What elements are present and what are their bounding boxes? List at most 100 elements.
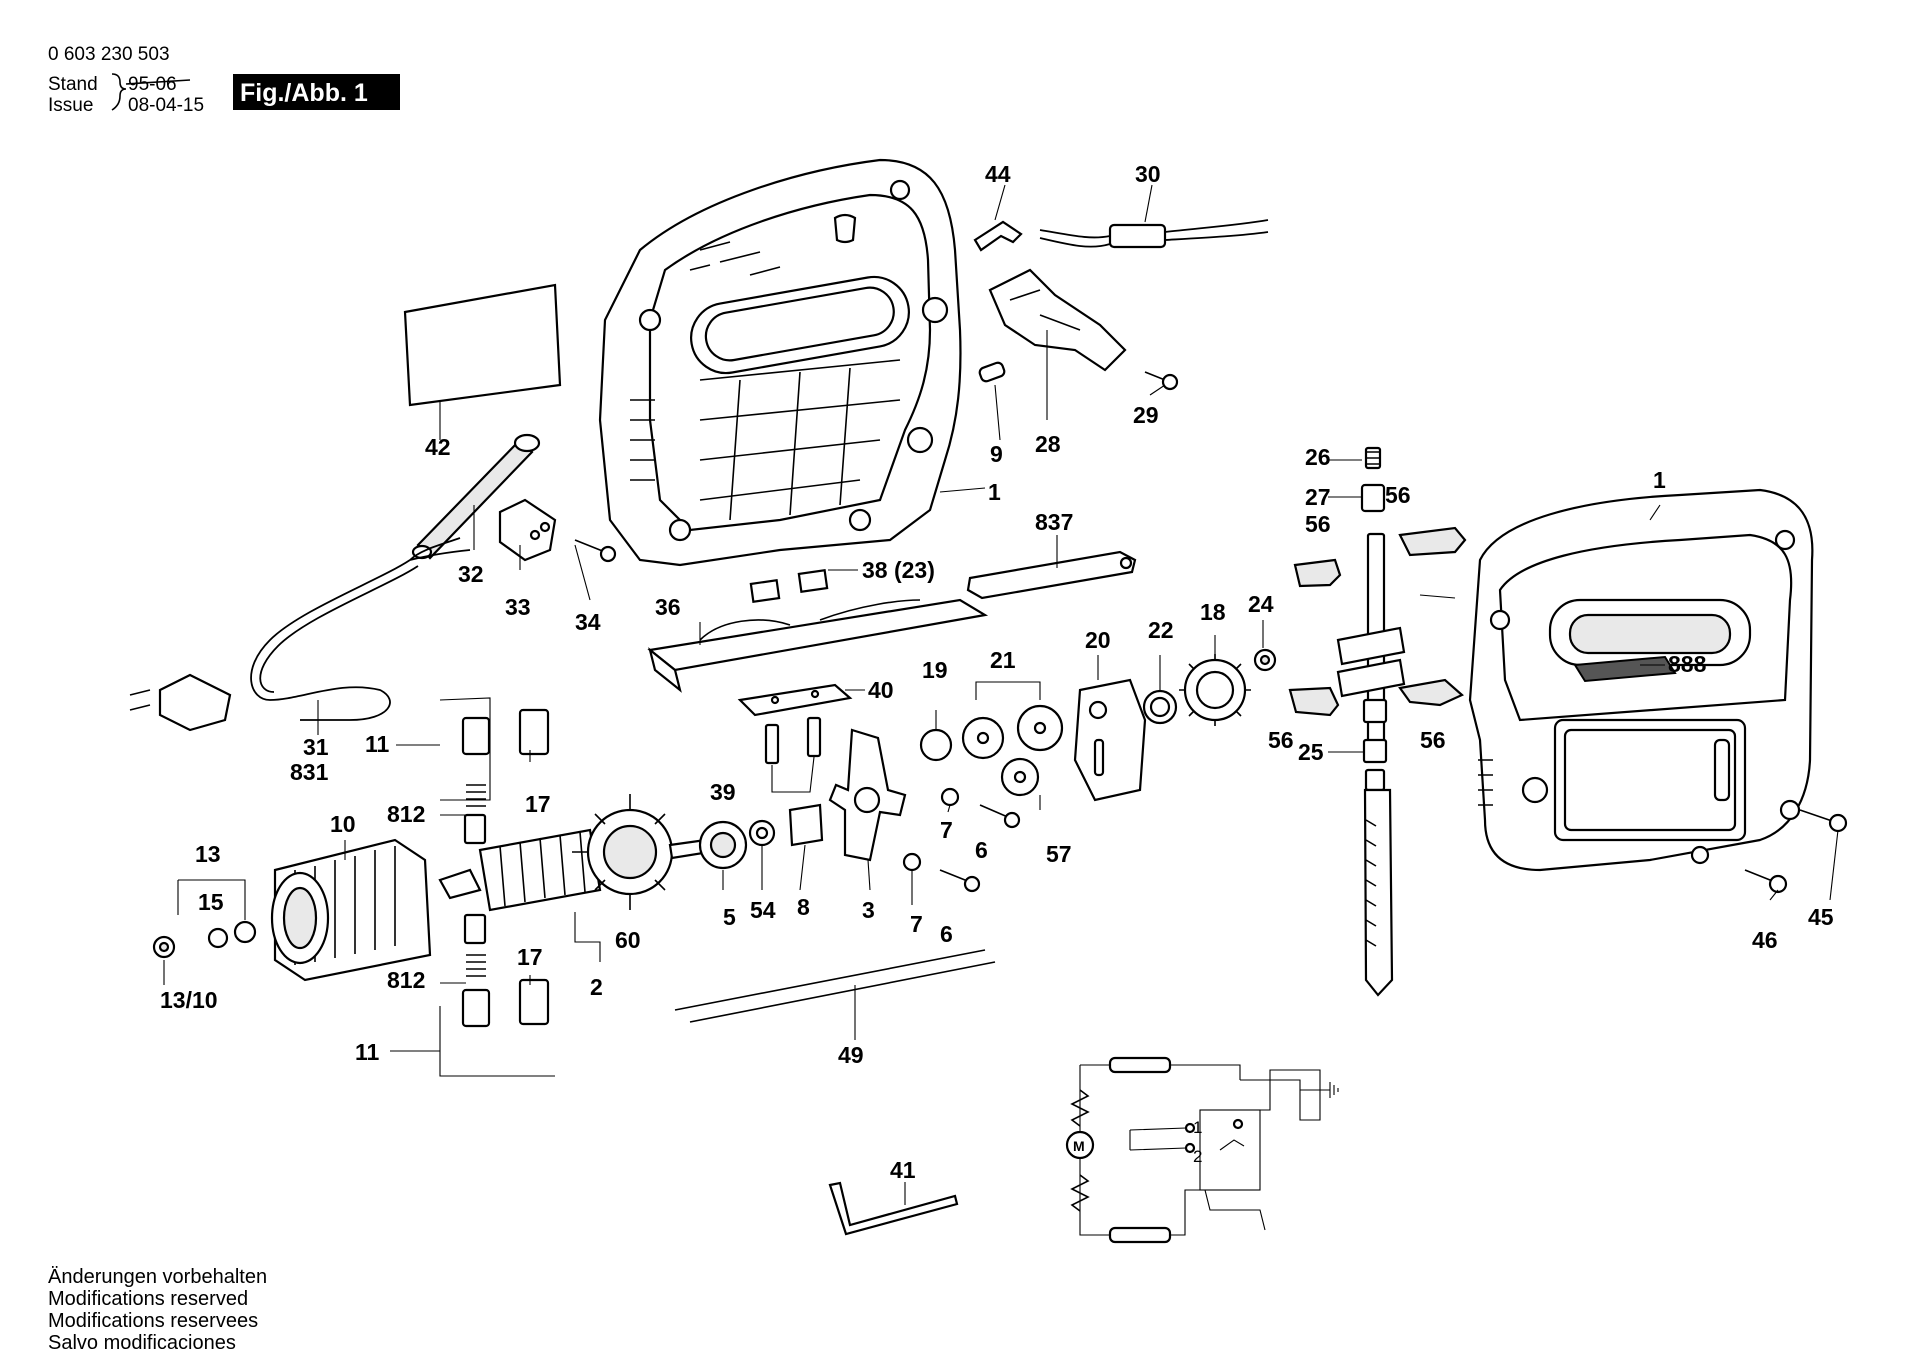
callout-21: 21 [990,647,1016,673]
callout-831: 831 [290,759,329,785]
callout-6-top: 6 [975,837,988,863]
power-cord [129,537,471,732]
callout-32: 32 [458,561,484,587]
motor-label: M [1073,1138,1085,1154]
header-block: 0 603 230 503 Stand Issue 95-06 08-04-15… [48,44,400,116]
issue-date: 08-04-15 [128,95,204,116]
washer-54 [748,819,776,847]
brace [111,73,127,111]
callout-19: 19 [922,657,948,683]
callout-39: 39 [710,779,736,805]
screws-6 [939,804,1021,893]
callout-26: 26 [1305,444,1331,470]
footer-notes: Änderungen vorbehalten Modifications res… [48,1266,267,1354]
clamp-plate-40 [737,683,853,717]
nuts-38 [749,569,829,603]
figure-label: Fig./Abb. 1 [240,79,368,107]
issue-label: Issue [48,95,93,116]
cord-clamp [498,498,557,562]
lever-3 [828,728,907,862]
callout-812-bottom: 812 [387,967,425,993]
callout-42: 42 [425,434,451,460]
motor-symbol [1065,1130,1095,1160]
leader-lines [163,184,1839,1205]
callout-54: 54 [750,897,776,923]
callout-57: 57 [1046,841,1072,867]
callout-20: 20 [1085,627,1111,653]
figure-label-box [233,74,400,110]
callout-33: 33 [505,594,531,620]
bolts-39 [764,716,822,793]
callout-8: 8 [797,894,810,920]
guide-pieces-56 [1288,526,1467,717]
callout-1-right: 1 [1653,467,1666,493]
terminal-1: 1 [1193,1118,1202,1137]
callout-41: 41 [890,1157,916,1183]
housing-assembled-right [1468,488,1814,872]
callout-56-c: 56 [1268,727,1294,753]
callout-15: 15 [198,889,224,915]
callout-46: 46 [1752,927,1778,953]
callout-36: 36 [655,594,681,620]
bearing-24 [1253,648,1277,672]
terminal-2: 2 [1193,1147,1202,1166]
brush-holder-bottom [439,913,555,1077]
footer-note-en: Modifications reserved [48,1288,248,1310]
callout-30: 30 [1135,161,1161,187]
footer-note-fr: Modifications reservees [48,1310,258,1332]
type-plate [403,283,562,407]
strikeout-line [125,79,191,85]
callout-13: 13 [195,841,221,867]
callout-56-a: 56 [1385,482,1411,508]
bearing-5 [698,820,748,870]
screw-34 [574,539,617,563]
switch-cover [988,268,1127,372]
gear-18 [1179,654,1251,726]
callout-17-top: 17 [525,791,551,817]
pin-part [978,361,1006,383]
callout-13-10: 13/10 [160,987,218,1013]
callout-45: 45 [1808,904,1834,930]
stand-label: Stand [48,74,98,95]
callout-5: 5 [723,904,736,930]
callout-49: 49 [838,1042,864,1068]
callout-56-b: 56 [1305,511,1331,537]
footer-note-es: Salvo modificaciones [48,1332,236,1354]
callout-27: 27 [1305,484,1331,510]
callout-10: 10 [330,811,356,837]
brush-holder-top [439,697,550,845]
old-date: 95-06 [128,74,177,95]
callout-31: 31 [303,734,329,760]
callout-6-bottom: 6 [940,921,953,947]
housing-half-left [598,158,962,567]
callout-22: 22 [1148,617,1174,643]
callout-24: 24 [1248,591,1274,617]
hex-key-41 [828,1181,959,1236]
callout-labels: 44 30 9 28 29 1 42 32 33 34 36 38 (23) 8… [160,161,1834,1183]
callout-25: 25 [1298,739,1324,765]
callout-1-left: 1 [988,479,1001,505]
callout-888: 888 [1668,651,1707,677]
rods-49 [674,949,996,1023]
screw-29 [1144,371,1179,391]
callout-812-top: 812 [387,801,425,827]
callout-3: 3 [862,897,875,923]
callout-44: 44 [985,161,1011,187]
callout-56-d: 56 [1420,727,1446,753]
washer-57 [1000,757,1040,797]
hanger-clip [973,220,1023,252]
callout-11-top: 11 [365,731,390,757]
bearing-13 [152,879,257,959]
callout-11-bottom: 11 [355,1039,380,1065]
callout-29: 29 [1133,402,1159,428]
field-10 [270,838,432,982]
callout-2: 2 [590,974,603,1000]
slider-837 [966,550,1137,600]
ring-22 [1142,689,1178,725]
callout-837: 837 [1035,509,1073,535]
saw-blade [1363,788,1394,997]
callout-7-top: 7 [940,817,953,843]
doc-number: 0 603 230 503 [48,44,170,65]
counterweight-20 [1073,678,1147,802]
